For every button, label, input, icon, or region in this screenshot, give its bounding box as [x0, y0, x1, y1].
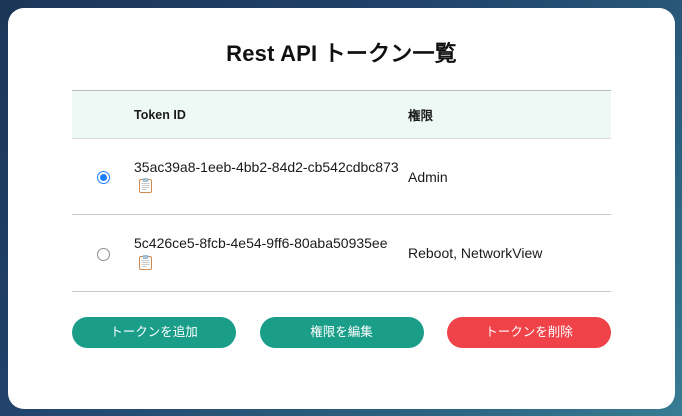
table-body: 35ac39a8-1eeb-4bb2-84d2-cb542cdbc873 Adm…	[72, 138, 611, 292]
token-table: Token ID 権限 35ac39a8-1eeb-4bb2-84d2-cb54…	[72, 90, 611, 292]
delete-token-button[interactable]: トークンを削除	[447, 316, 611, 348]
row-select-cell[interactable]	[72, 214, 134, 292]
column-header-select	[72, 90, 134, 139]
radio-button-token-1[interactable]	[96, 171, 110, 185]
column-header-token-id: Token ID	[134, 90, 408, 139]
table-row[interactable]: 35ac39a8-1eeb-4bb2-84d2-cb542cdbc873 Adm…	[72, 138, 611, 216]
token-id-text: 35ac39a8-1eeb-4bb2-84d2-cb542cdbc873	[134, 159, 399, 175]
edit-permission-button[interactable]: 権限を編集	[259, 316, 424, 348]
page-title: Rest API トークン一覧	[226, 41, 457, 66]
column-header-permission: 権限	[408, 90, 611, 139]
row-select-cell[interactable]	[72, 138, 134, 216]
table-row[interactable]: 5c426ce5-8fcb-4e54-9ff6-80aba50935ee Reb…	[72, 214, 611, 292]
permission-cell: Reboot, NetworkView	[408, 214, 611, 292]
table-header: Token ID 権限	[72, 90, 611, 139]
token-id-cell: 35ac39a8-1eeb-4bb2-84d2-cb542cdbc873	[134, 138, 408, 216]
token-id-text: 5c426ce5-8fcb-4e54-9ff6-80aba50935ee	[134, 235, 388, 252]
clipboard-icon[interactable]	[139, 254, 152, 273]
add-token-button[interactable]: トークンを追加	[72, 316, 236, 348]
clipboard-icon[interactable]	[139, 178, 152, 196]
permission-cell: Admin	[408, 138, 611, 216]
action-button-row: トークンを追加 権限を編集 トークンを削除	[72, 316, 611, 348]
content-panel: Rest API トークン一覧 Token ID 権限	[8, 8, 675, 409]
token-id-cell: 5c426ce5-8fcb-4e54-9ff6-80aba50935ee	[134, 214, 408, 292]
token-table-container: Token ID 権限 35ac39a8-1eeb-4bb2-84d2-cb54…	[72, 90, 611, 292]
table-header-row: Token ID 権限	[72, 90, 611, 139]
radio-button-token-2[interactable]	[96, 247, 110, 261]
